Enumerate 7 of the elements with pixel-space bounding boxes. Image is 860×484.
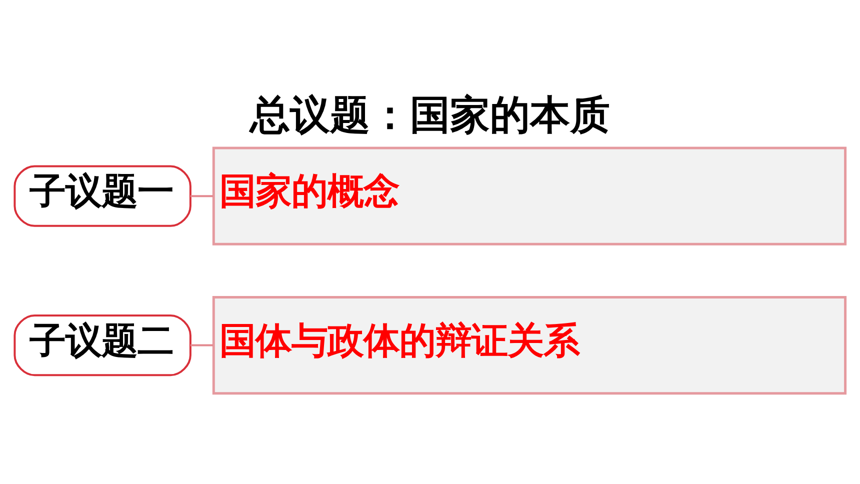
node-box: 子议题一 (14, 164, 192, 226)
node-box: 子议题二 (14, 314, 192, 376)
connector (190, 344, 214, 346)
node-box: 国家的概念 (212, 146, 847, 245)
connector (190, 194, 214, 197)
node-box: 国体与政体的辩证关系 (212, 295, 847, 394)
diagram-title: 总议题：国家的本质 (250, 92, 610, 138)
